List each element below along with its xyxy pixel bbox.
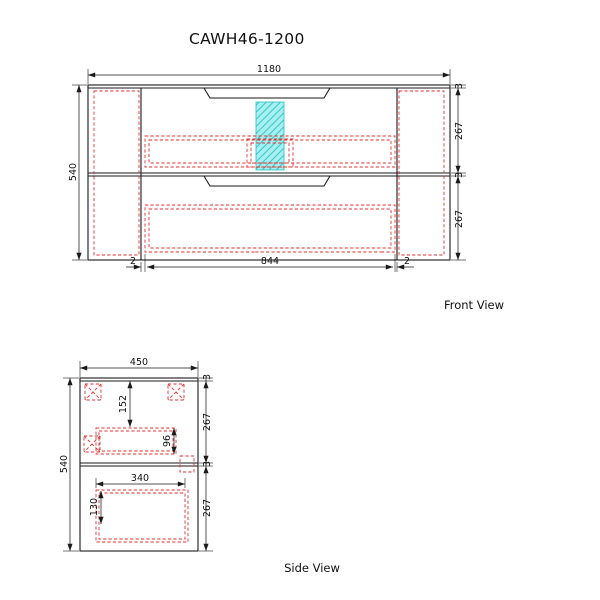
drawer-runner-step <box>179 455 195 473</box>
front-dimensions: 1180 540 3 267 3 267 844 2 2 <box>68 64 466 272</box>
side-dim-top-rail: 3 <box>202 374 213 380</box>
side-cabinet-outline <box>79 377 199 552</box>
right-side-panel <box>398 90 445 256</box>
side-dim-overall-depth: 450 <box>130 357 148 368</box>
side-dim-top-to-drawer: 152 <box>118 395 129 413</box>
side-dim-drawer-side-height: 96 <box>162 435 173 447</box>
side-dim-overall-height: 540 <box>59 455 70 473</box>
front-view-label: Front View <box>444 298 504 312</box>
side-dim-bottom-drawer-front: 130 <box>89 498 100 516</box>
side-hidden-lines <box>83 383 195 543</box>
front-dim-top-rail: 3 <box>454 83 465 89</box>
front-dim-mid-rail: 3 <box>454 172 465 178</box>
front-hidden-lines <box>93 90 445 256</box>
left-side-panel <box>93 90 140 256</box>
corner-bracket-top-left <box>84 383 102 401</box>
front-dim-gap-right: 2 <box>404 256 410 267</box>
bottom-drawer-box <box>144 204 396 253</box>
side-view-label: Side View <box>284 561 340 575</box>
bottom-drawer-side <box>95 489 189 543</box>
side-dim-mid-rail: 3 <box>202 461 213 467</box>
front-dim-top-drawer-height: 267 <box>454 122 465 140</box>
corner-bracket-top-right <box>167 383 185 401</box>
side-dim-lower-section: 267 <box>202 499 213 517</box>
front-dim-overall-height: 540 <box>68 163 79 181</box>
corner-bracket-mid-left <box>83 435 101 453</box>
front-view: 1180 540 3 267 3 267 844 2 2 Front View <box>68 64 504 312</box>
top-drawer-box <box>144 135 396 168</box>
side-view: 450 540 3 267 3 267 152 96 340 130 Side … <box>59 357 340 575</box>
drawing-title: CAWH46-1200 <box>189 30 305 48</box>
side-dim-drawer-depth: 340 <box>131 473 149 484</box>
front-dim-overall-width: 1180 <box>257 64 281 75</box>
side-dim-upper-section: 267 <box>202 413 213 431</box>
center-drain-box <box>246 138 294 168</box>
front-dim-gap-left: 2 <box>130 256 136 267</box>
front-cabinet-outline <box>87 84 451 261</box>
front-dim-drawer-width: 844 <box>261 256 279 267</box>
front-dim-bottom-drawer-height: 267 <box>454 210 465 228</box>
side-dimensions: 450 540 3 267 3 267 152 96 340 130 <box>59 357 213 552</box>
